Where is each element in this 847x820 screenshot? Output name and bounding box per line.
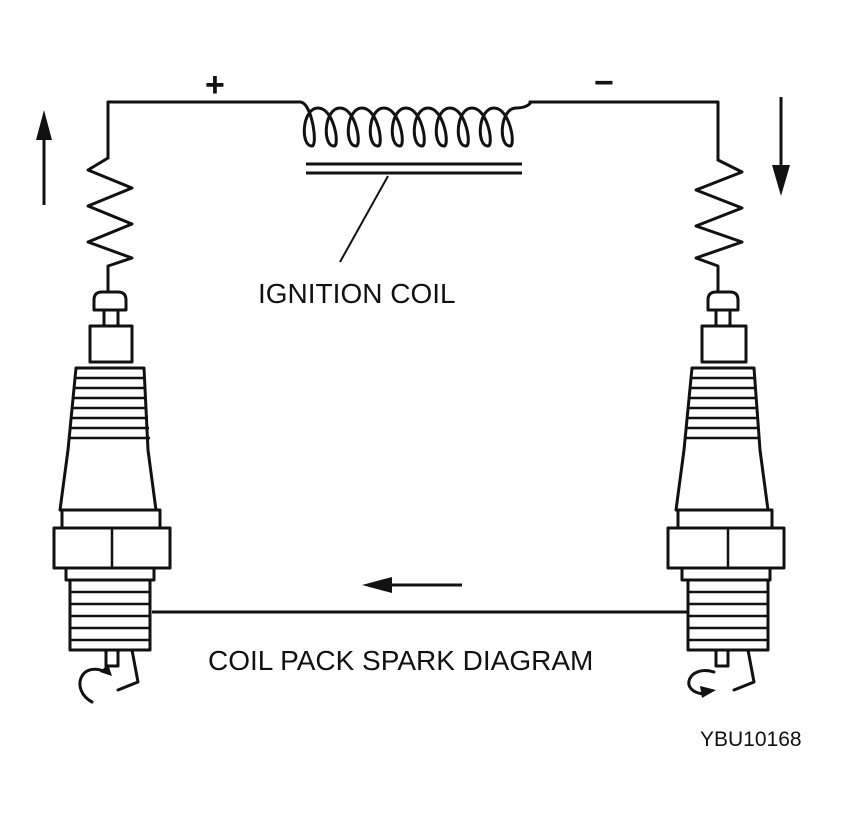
top-wire — [106, 100, 720, 162]
right-resistor — [694, 158, 744, 296]
spark-arc-icon — [100, 664, 112, 676]
left-spark-plug — [52, 290, 172, 704]
right-spark-plug — [666, 290, 786, 698]
negative-terminal-label: − — [594, 64, 614, 102]
figure-code: YBU10168 — [700, 728, 802, 751]
down-arrow-icon — [772, 97, 790, 196]
coil-leader-line — [339, 175, 389, 263]
spark-arc-icon — [700, 686, 716, 698]
positive-terminal-label: + — [205, 66, 225, 104]
ignition-coil-label: IGNITION COIL — [258, 278, 456, 309]
ignition-coil — [298, 100, 532, 263]
left-arrow-icon — [362, 577, 462, 593]
left-resistor — [86, 156, 134, 298]
diagram-caption: COIL PACK SPARK DIAGRAM — [208, 645, 593, 676]
up-arrow-icon — [36, 110, 52, 205]
